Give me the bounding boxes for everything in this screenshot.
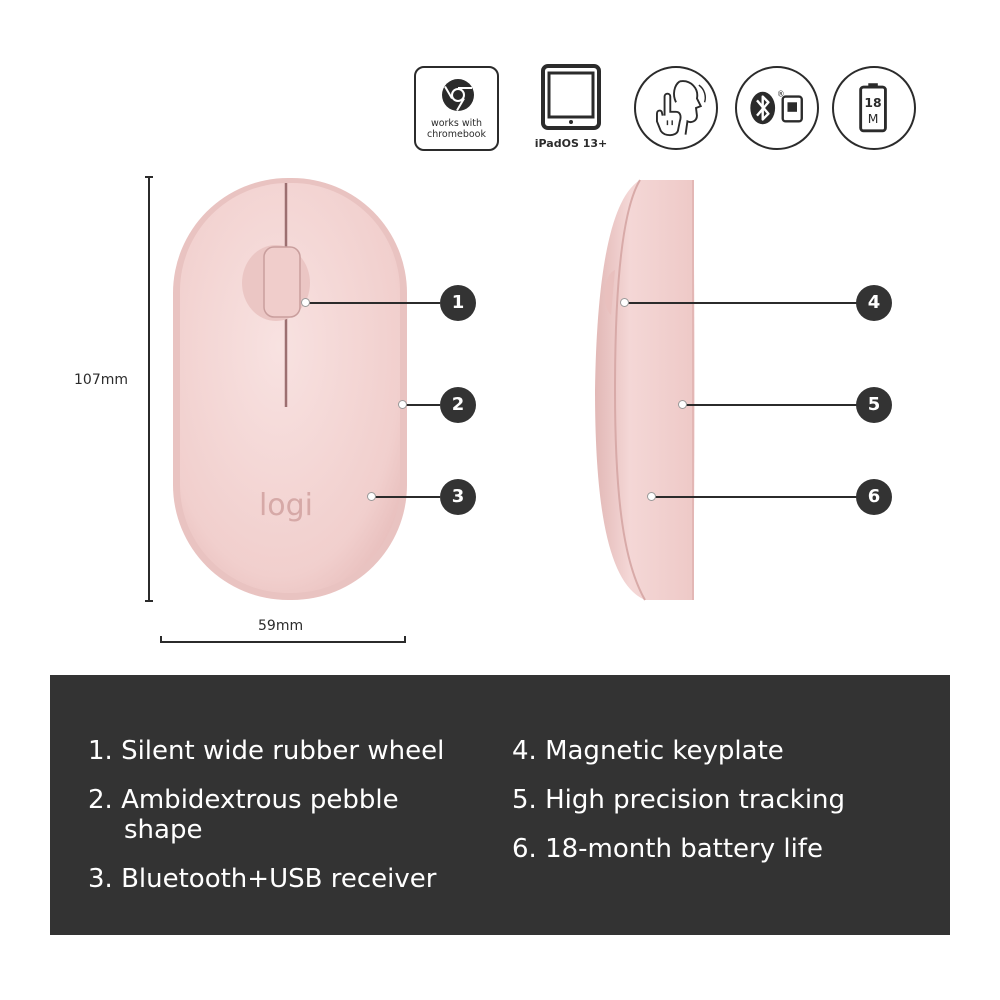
callout-4-dot: [620, 298, 629, 307]
width-dimension-line: [160, 636, 406, 643]
feature-2-line2: shape: [124, 815, 203, 845]
callout-2-leader: [404, 404, 440, 406]
silent-shush-icon: [656, 80, 706, 137]
callout-3-leader: [372, 496, 440, 498]
logi-logo: logi: [259, 488, 313, 523]
callout-1-leader: [305, 302, 440, 304]
feature-3: 3. Bluetooth+USB receiver: [88, 864, 437, 894]
battery-life-badge: 18 M: [832, 66, 916, 150]
mouse-top-view: logi: [173, 178, 407, 600]
ipad-label: iPadOS 13+: [534, 137, 608, 150]
svg-text:®: ®: [777, 90, 785, 99]
battery-icon: 18 M: [859, 83, 887, 133]
callout-1-dot: [301, 298, 310, 307]
callout-4-leader: [625, 302, 857, 304]
callout-2-dot: [398, 400, 407, 409]
height-dimension-label: 107mm: [74, 372, 128, 388]
width-dimension-label: 59mm: [258, 618, 304, 634]
callout-5-dot: [678, 400, 687, 409]
silent-click-badge: [634, 66, 718, 150]
callout-5-badge: 5: [856, 387, 892, 423]
callout-6-leader: [652, 496, 857, 498]
feature-2-line1: 2. Ambidextrous pebble: [88, 785, 399, 815]
battery-months: 18: [864, 96, 881, 110]
chromebook-text-line1: works with: [430, 118, 483, 129]
chrome-icon: [442, 79, 474, 112]
callout-3-dot: [367, 492, 376, 501]
ipad-icon: [541, 64, 601, 130]
feature-6: 6. 18-month battery life: [512, 834, 823, 864]
feature-1: 1. Silent wide rubber wheel: [88, 736, 445, 766]
bluetooth-icon: [750, 91, 776, 125]
callout-6-badge: 6: [856, 479, 892, 515]
height-dimension-line: [145, 176, 153, 602]
callout-6-dot: [647, 492, 656, 501]
callout-1-badge: 1: [440, 285, 476, 321]
features-panel: [50, 675, 950, 935]
feature-4: 4. Magnetic keyplate: [512, 736, 784, 766]
connectivity-badge: ®: [735, 66, 819, 150]
mouse-side-view: [595, 179, 695, 601]
chromebook-badge: works with chromebook: [414, 66, 499, 151]
chromebook-text-line2: chromebook: [426, 129, 486, 140]
callout-4-badge: 4: [856, 285, 892, 321]
callout-3-badge: 3: [440, 479, 476, 515]
callout-5-leader: [683, 404, 857, 406]
callout-2-badge: 2: [440, 387, 476, 423]
feature-5: 5. High precision tracking: [512, 785, 846, 815]
usb-receiver-icon: [781, 95, 803, 123]
battery-unit: M: [868, 112, 879, 126]
